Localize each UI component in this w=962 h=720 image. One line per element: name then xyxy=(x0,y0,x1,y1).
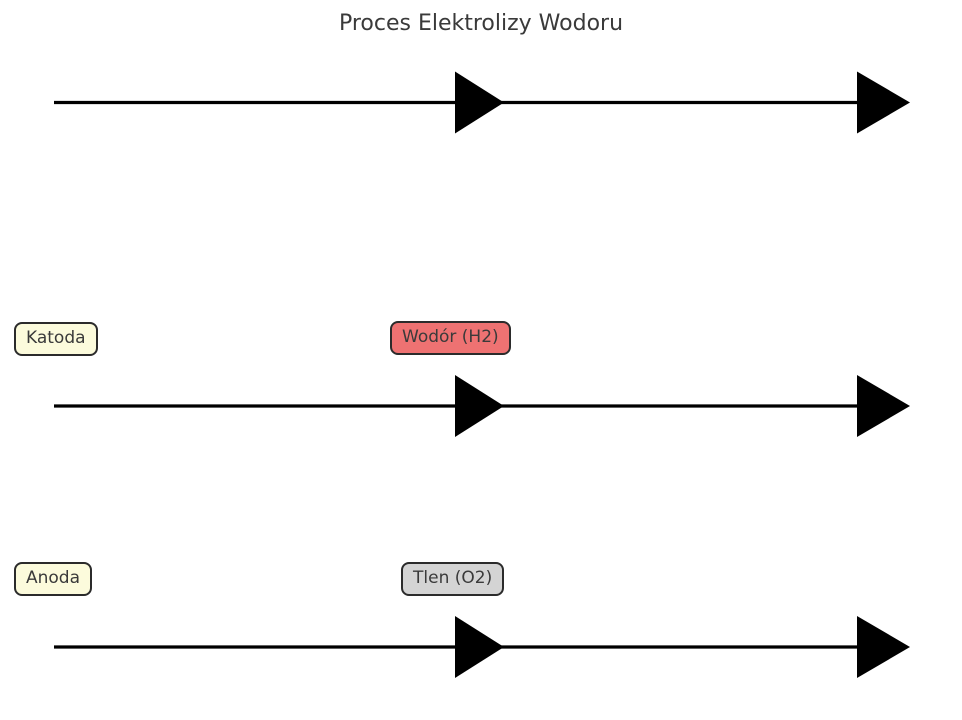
flow-arrow-cathode-end-arrowhead-icon xyxy=(857,375,910,437)
diagram-title: Proces Elektrolizy Wodoru xyxy=(338,11,624,36)
flow-arrow-cathode-mid-arrowhead-icon xyxy=(455,375,504,437)
flow-arrow-top-end-arrowhead-icon xyxy=(857,71,910,134)
wodor-h2-label: Wodór (H2) xyxy=(390,321,511,355)
anoda-label: Anoda xyxy=(14,562,93,596)
flow-arrow-anode-end-arrowhead-icon xyxy=(857,616,910,678)
flow-arrow-anode-mid-arrowhead-icon xyxy=(455,616,504,678)
tlen-o2-label: Tlen (O2) xyxy=(401,562,505,596)
flow-arrow-top xyxy=(54,71,910,134)
katoda-label: Katoda xyxy=(14,322,98,356)
flow-arrow-anode xyxy=(54,616,910,678)
flow-arrow-cathode xyxy=(54,375,910,437)
flow-arrow-top-mid-arrowhead-icon xyxy=(455,71,504,134)
